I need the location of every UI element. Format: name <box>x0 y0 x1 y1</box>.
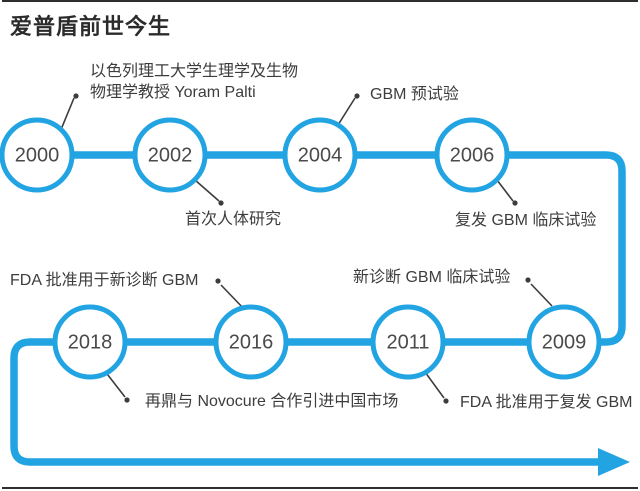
connector-line-2011 <box>424 371 445 399</box>
annotation-2004-gbm-pilot: GBM 预试验 <box>370 86 459 103</box>
timeline-node-2016 <box>213 304 289 380</box>
timeline-node-2004 <box>282 117 358 193</box>
top-border-line <box>2 0 638 2</box>
timeline-node-2011 <box>370 304 446 380</box>
timeline-node-2009 <box>526 304 602 380</box>
connector-dot-2000 <box>73 93 79 99</box>
connector-dot-2011 <box>443 398 449 404</box>
connector-dot-2006 <box>512 200 518 206</box>
annotation-2009-new-trial: 新诊断 GBM 临床试验 <box>353 269 511 286</box>
connector-line-2006 <box>496 179 514 202</box>
connector-line-2004 <box>337 97 356 126</box>
year-label-2000: 2000 <box>14 144 60 167</box>
timeline-flow-path <box>10 151 626 466</box>
connector-dot-2004 <box>354 93 360 99</box>
bottom-border-line <box>2 487 638 489</box>
annotation-2006-recurrent-trial: 复发 GBM 临床试验 <box>455 212 597 229</box>
connector-dot-2018 <box>124 397 130 403</box>
year-label-2006: 2006 <box>449 144 495 167</box>
year-label-2002: 2002 <box>147 144 193 167</box>
connector-dot-2002 <box>218 200 224 206</box>
annotation-2002-first-human: 首次人体研究 <box>185 211 282 228</box>
year-label-2011: 2011 <box>386 331 430 354</box>
connector-line-2000 <box>59 97 75 133</box>
annotation-2000-palti: 以色列理工大学生理学及生物 物理学教授 Yoram Palti <box>90 63 299 101</box>
annotation-2018-zailab: 再鼎与 Novocure 合作引进中国市场 <box>145 393 399 410</box>
annotation-2016-fda-new: FDA 批准用于新诊断 GBM <box>10 272 199 289</box>
year-label-2009: 2009 <box>541 331 587 354</box>
connector-line-2009 <box>530 283 553 307</box>
year-label-2018: 2018 <box>67 331 113 354</box>
connector-line-2002 <box>194 179 220 202</box>
connector-dot-2016 <box>215 278 221 284</box>
timeline-node-2002 <box>132 117 208 193</box>
timeline-node-2006 <box>434 117 510 193</box>
page-title: 爱普盾前世今生 <box>10 14 172 39</box>
connector-dot-2009 <box>525 277 531 283</box>
timeline-node-2018 <box>52 304 128 380</box>
year-label-2004: 2004 <box>297 144 343 167</box>
annotation-2011-fda-recurrent: FDA 批准用于复发 GBM <box>460 394 633 411</box>
year-label-2016: 2016 <box>228 331 274 354</box>
timeline-node-2000 <box>0 117 75 193</box>
timeline-arrowhead <box>598 448 630 476</box>
